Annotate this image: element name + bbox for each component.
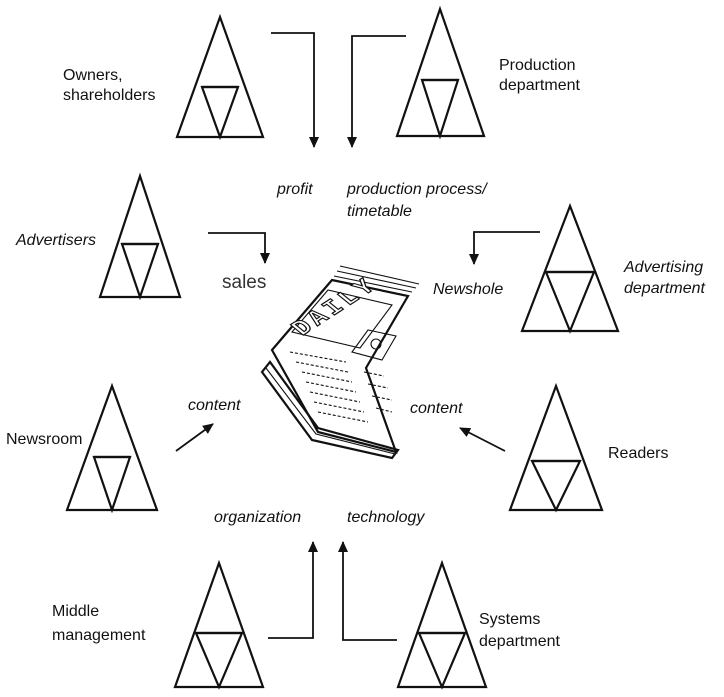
triangle-newsroom — [65, 382, 159, 514]
label-middle-line1: Middle — [52, 603, 99, 620]
label-owners-line2: shareholders — [63, 87, 156, 104]
triangle-advertisers — [98, 172, 182, 301]
label-newsroom: Newsroom — [6, 431, 82, 448]
arrow-readers-content — [459, 427, 506, 452]
label-middle-line2: management — [52, 627, 146, 644]
flow-production-process-line1: production process/ — [346, 181, 488, 198]
label-production-line1: Production — [499, 57, 576, 74]
label-advertising-line2: department — [624, 280, 705, 297]
flow-content-right: content — [410, 400, 463, 417]
triangle-systems — [396, 559, 488, 690]
triangle-production — [395, 5, 486, 140]
arrow-systems-technology — [338, 541, 397, 641]
label-systems-line2: department — [479, 633, 560, 650]
flow-production-process-line2: timetable — [347, 203, 412, 220]
flow-sales: sales — [222, 272, 266, 293]
label-advertising-line1: Advertising — [623, 259, 703, 276]
triangle-readers — [508, 382, 604, 513]
arrow-owners-profit — [271, 32, 319, 148]
triangle-middle-management — [173, 559, 265, 690]
label-owners-line1: Owners, — [63, 67, 123, 84]
label-advertisers: Advertisers — [15, 232, 96, 249]
arrow-production-process — [347, 35, 406, 148]
flow-technology: technology — [347, 509, 425, 526]
label-systems-line1: Systems — [479, 611, 540, 628]
label-production-line2: department — [499, 77, 580, 94]
arrow-newsroom-content — [175, 423, 214, 452]
triangle-owners — [175, 13, 265, 141]
arrow-advertising-newshole — [469, 231, 540, 265]
label-readers: Readers — [608, 445, 668, 462]
arrow-middle-organization — [268, 541, 318, 639]
newspaper-illustration: DAILY — [260, 265, 420, 460]
arrow-advertisers-sales — [208, 232, 270, 264]
flow-newshole: Newshole — [433, 281, 503, 298]
triangle-advertising — [520, 202, 620, 334]
flow-content-left: content — [188, 397, 241, 414]
flow-organization: organization — [214, 509, 301, 526]
flow-profit: profit — [276, 181, 313, 198]
